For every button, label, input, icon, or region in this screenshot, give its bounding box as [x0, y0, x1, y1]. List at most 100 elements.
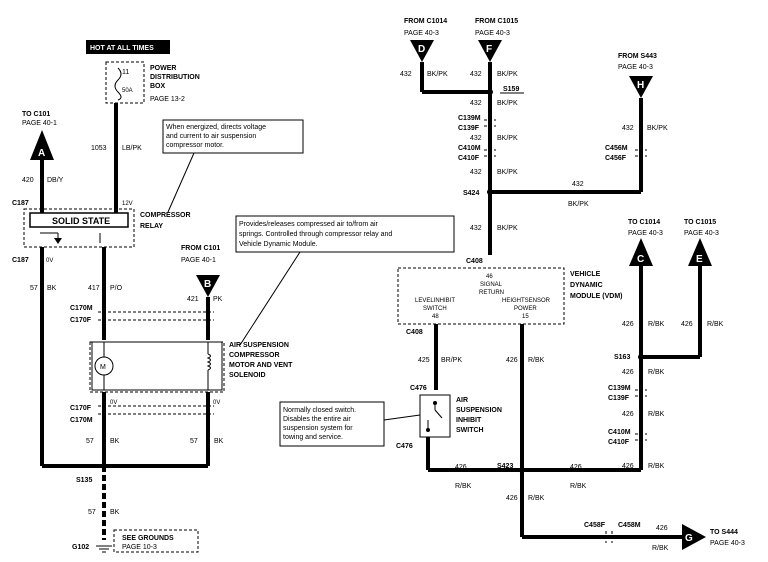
ref-g-letter: G: [685, 533, 693, 544]
switch-name-4: SWITCH: [456, 427, 484, 434]
ref-e-page: PAGE 40-3: [684, 230, 719, 237]
wire-426-bus-color: R/BK: [455, 483, 472, 490]
ref-b-letter: B: [204, 279, 211, 290]
relay-pin-0v: 0V: [46, 258, 53, 264]
vdm-pin-left-num: 48: [432, 314, 439, 320]
conn-c456f: C456F: [605, 155, 627, 162]
conn-c139m-b: C139M: [608, 385, 631, 392]
ref-e-to: TO C1015: [684, 219, 716, 226]
module-note-line-1: Provides/releases compressed air to/from…: [239, 221, 379, 228]
wire-426-s423-color: R/BK: [570, 483, 587, 490]
ref-f-from: FROM C1015: [475, 18, 518, 25]
wire-1053-color: LB/PK: [122, 145, 142, 152]
vdm-pin-left-2: SWITCH: [423, 306, 447, 312]
wire-421-color: PK: [213, 296, 223, 303]
splice-s159-dot: [487, 89, 493, 95]
wire-426-g-color: R/BK: [528, 495, 545, 502]
wire-417-color: P/O: [110, 285, 123, 292]
wire-57-solenoid-color: BK: [214, 438, 224, 445]
wire-426-s163-num: 426: [622, 369, 634, 376]
compressor-name-4: SOLENOID: [229, 372, 266, 379]
wire-432-c410-color: BK/PK: [497, 169, 518, 176]
switch-note-line-3: suspension system for: [283, 425, 353, 432]
module-note-line-2: springs. Controlled through compressor r…: [239, 231, 392, 238]
vdm-pin-right-1: HEIGHTSENSOR: [502, 298, 551, 304]
conn-c170m-top: C170M: [70, 305, 93, 312]
ref-a-page: PAGE 40-1: [22, 120, 57, 127]
compressor-pin-0v-b: 0V: [213, 400, 220, 406]
wire-432-s424-num: 432: [572, 181, 584, 188]
ref-f-page: PAGE 40-3: [475, 30, 510, 37]
ref-b-from: FROM C101: [181, 245, 220, 252]
switch-note-line-4: towing and service.: [283, 434, 343, 441]
conn-c408-top: C408: [466, 258, 483, 265]
wire-426-e-color: R/BK: [707, 321, 724, 328]
fuse-icon: [114, 67, 122, 101]
ref-c-page: PAGE 40-3: [628, 230, 663, 237]
ref-d-page: PAGE 40-3: [404, 30, 439, 37]
wire-432-h-num: 432: [622, 125, 634, 132]
wire-426-e-num: 426: [681, 321, 693, 328]
switch-arm-icon: [434, 409, 443, 419]
vdm-pin-right-num: 15: [522, 314, 529, 320]
ground-see-1: SEE GROUNDS: [122, 535, 174, 542]
switch-name-2: SUSPENSION: [456, 407, 502, 414]
splice-s135: S135: [76, 477, 92, 484]
relay-name-2: RELAY: [140, 223, 163, 230]
ref-f-triangle-icon: [478, 40, 502, 62]
wire-426-bus-num: 426: [455, 464, 467, 471]
relay-note-box: [162, 119, 304, 154]
wire-426-to-g-num: 426: [656, 525, 668, 532]
compressor-pin-0v-a: 0V: [110, 400, 117, 406]
ref-b-triangle-icon: [196, 275, 220, 297]
vdm-box: [397, 267, 565, 325]
wire-426-s423-num: 426: [570, 464, 582, 471]
switch-contact-top-icon: [433, 401, 437, 405]
ref-a-triangle-icon: [30, 130, 54, 160]
ref-d-letter: D: [418, 44, 425, 55]
fuse-number: 11: [122, 69, 129, 76]
compressor-name-2: COMPRESSOR: [229, 352, 280, 359]
switch-note-line-2: Disables the entire air: [283, 416, 351, 423]
ref-c-to: TO C1014: [628, 219, 660, 226]
wire-432-c139-color: BK/PK: [497, 135, 518, 142]
conn-c458f: C458F: [584, 522, 606, 529]
vdm-name-2: DYNAMIC: [570, 282, 603, 289]
module-note-line-3: Vehicle Dynamic Module.: [239, 241, 318, 248]
conn-c408-bottom: C408: [406, 329, 423, 336]
wire-426-c-num: 426: [622, 321, 634, 328]
wire-426-c-color: R/BK: [648, 321, 665, 328]
wire-420-num: 420: [22, 177, 34, 184]
switch-note-line-1: Normally closed switch.: [283, 407, 356, 414]
wire-57-ground-color: BK: [110, 509, 120, 516]
motor-symbol: M: [100, 364, 106, 371]
wire-417-num: 417: [88, 285, 100, 292]
vdm-name-1: VEHICLE: [570, 271, 601, 278]
switch-note-pointer: [383, 414, 421, 421]
wire-432-s159-num: 432: [470, 100, 482, 107]
ref-c-triangle-icon: [629, 238, 653, 266]
ref-d-from: FROM C1014: [404, 18, 447, 25]
switch-note-box: [279, 401, 385, 447]
conn-c458m: C458M: [618, 522, 641, 529]
wire-432-s424-color: BK/PK: [568, 201, 589, 208]
ref-a-letter: A: [38, 148, 45, 159]
wire-426-vdm-color: R/BK: [528, 357, 545, 364]
pdb-page: PAGE 13-2: [150, 96, 185, 103]
wire-426-c410-color: R/BK: [648, 463, 665, 470]
ground-see-2: PAGE 10-3: [122, 544, 157, 551]
conn-c139f-b: C139F: [608, 395, 630, 402]
vdm-pin-left-1: LEVELINHIBIT: [415, 298, 455, 304]
compressor-name-1: AIR SUSPENSION: [229, 342, 289, 349]
wire-432-vdm-num: 432: [470, 225, 482, 232]
wire-57-left-num: 57: [30, 285, 38, 292]
compressor-box: [91, 341, 223, 391]
wire-1053-num: 1053: [91, 145, 107, 152]
wire-426-vdm-num: 426: [506, 357, 518, 364]
ref-g-to: TO S444: [710, 529, 738, 536]
vdm-name-3: MODULE (VDM): [570, 293, 623, 300]
wire-57-left-color: BK: [47, 285, 57, 292]
wire-426-c139-num: 426: [622, 411, 634, 418]
wire-432-vdm-color: BK/PK: [497, 225, 518, 232]
